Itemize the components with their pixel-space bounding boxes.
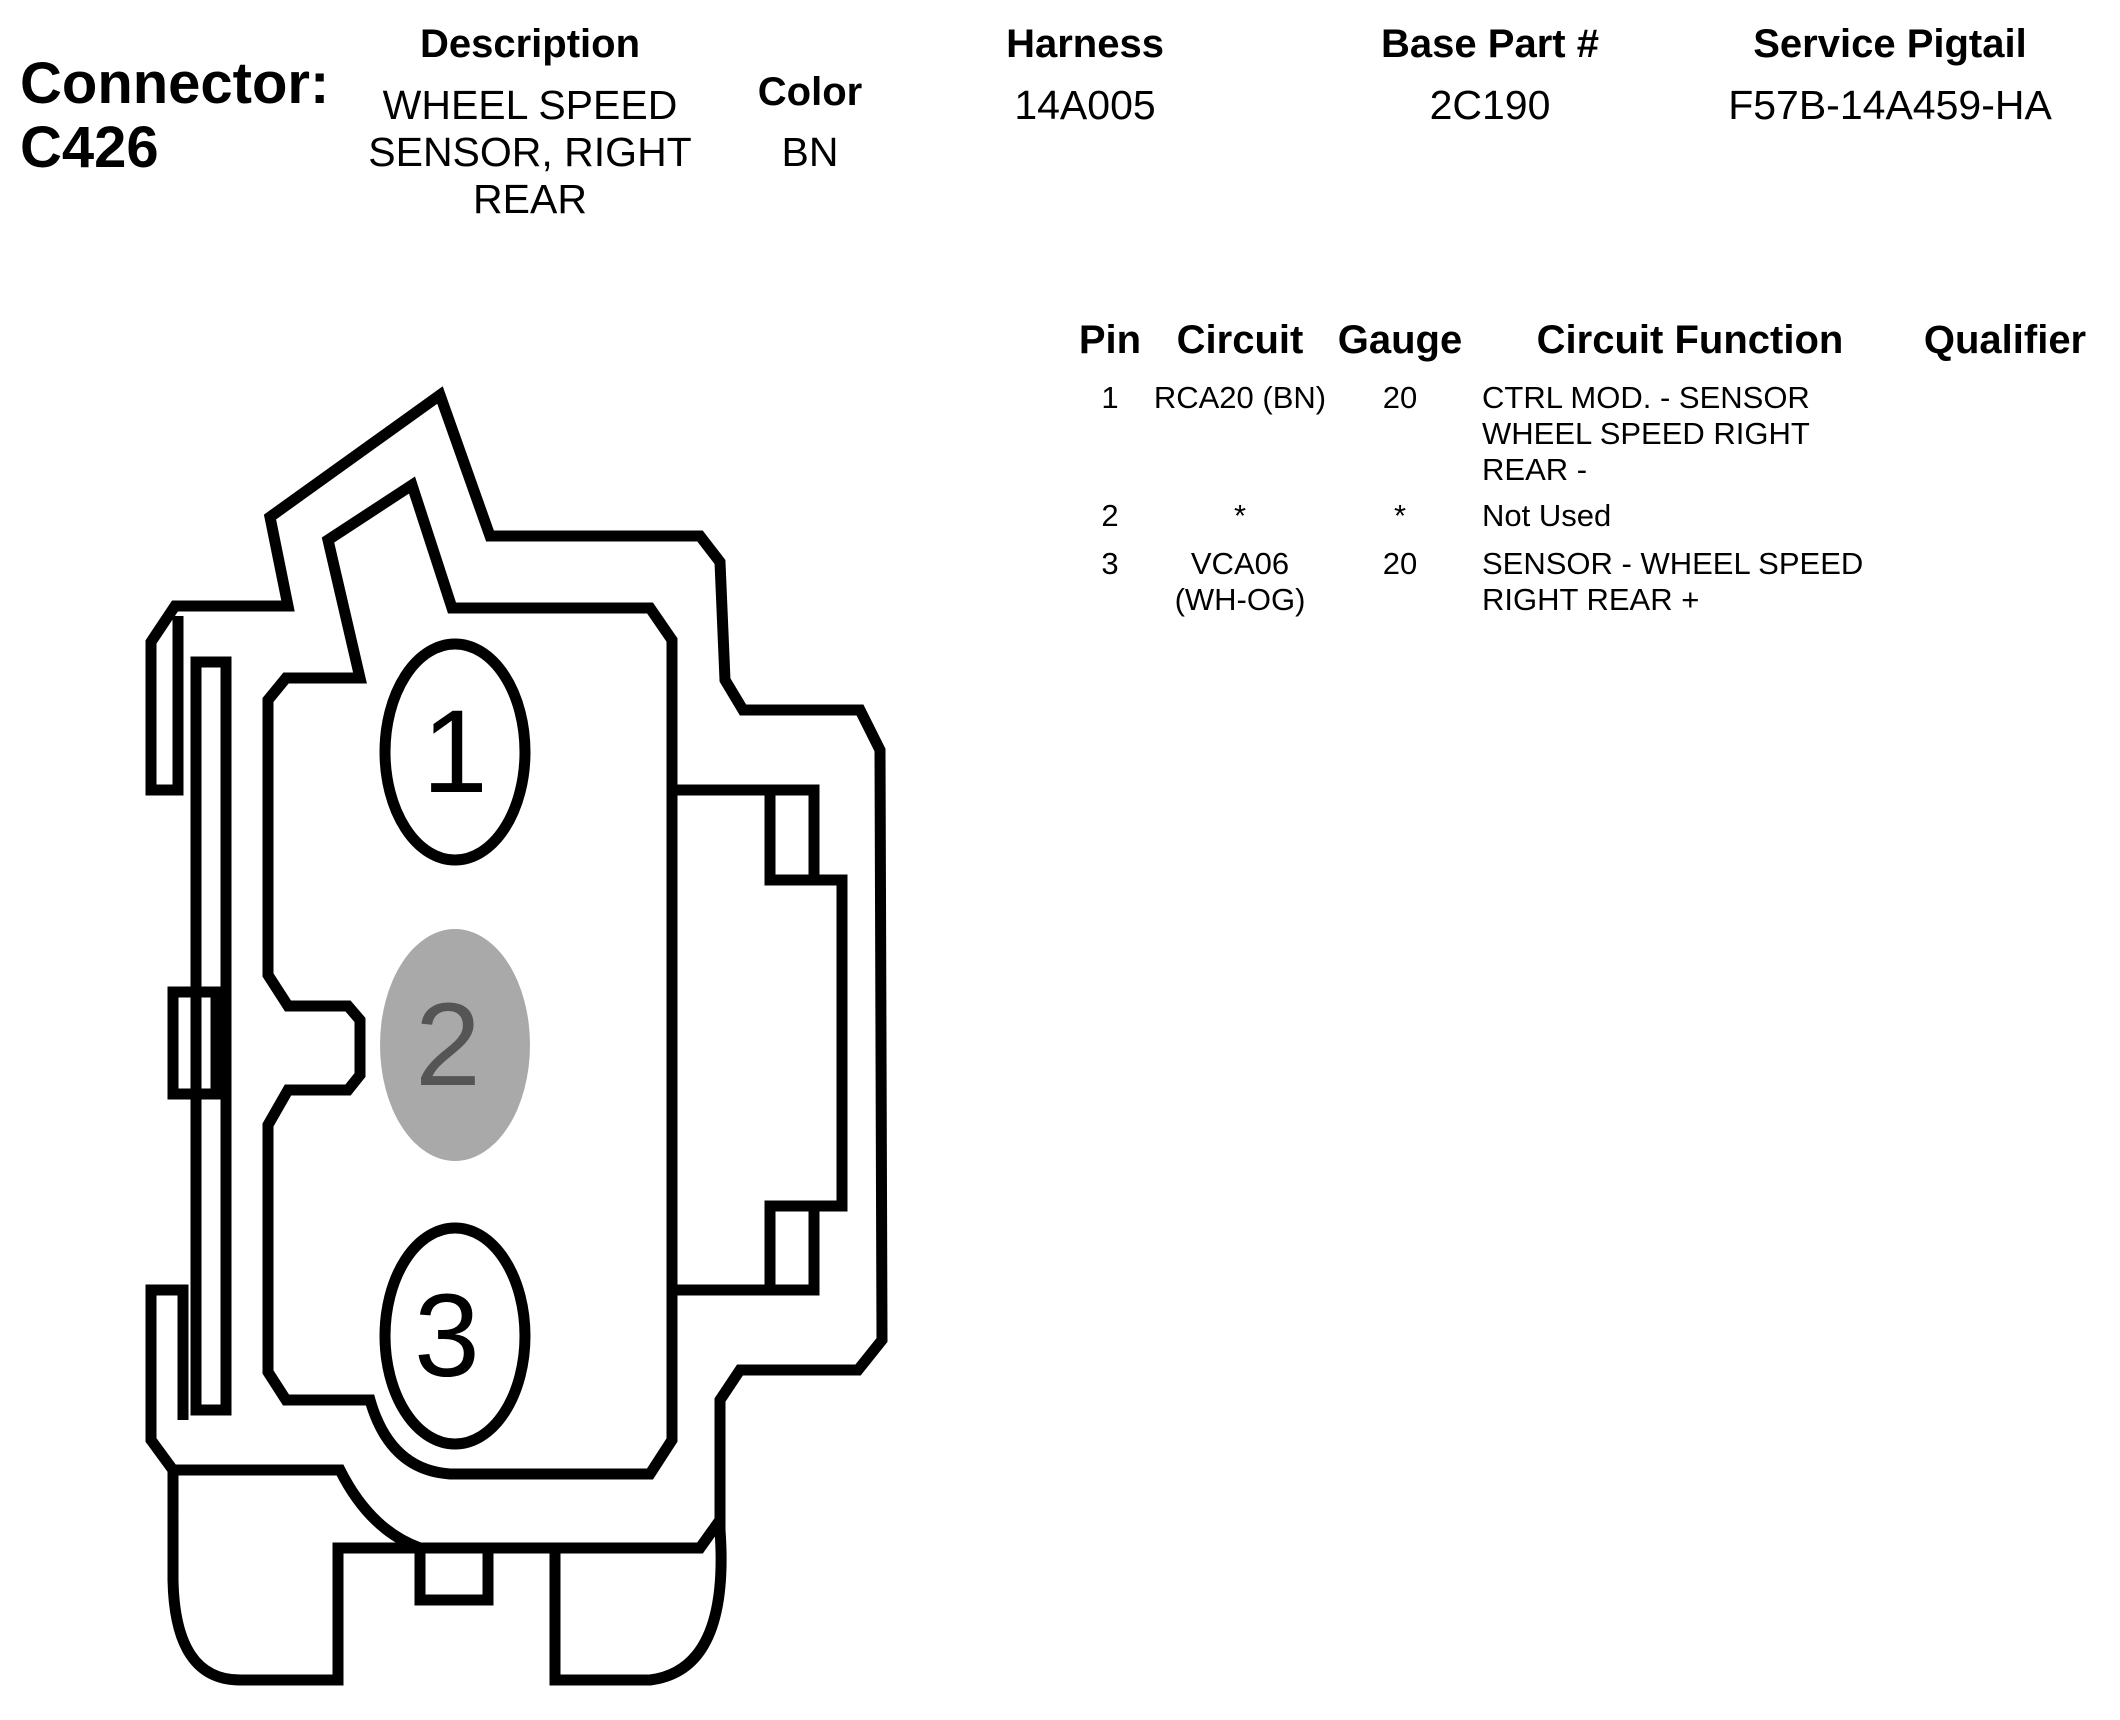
row3-circuit: VCA06 (WH-OG) xyxy=(1130,546,1350,618)
row1-circuit: RCA20 (BN) xyxy=(1153,380,1327,415)
right-notch-top xyxy=(764,790,814,886)
pin-1-ring xyxy=(379,638,531,866)
outer-housing-outline xyxy=(145,386,888,1686)
circuit-line: (WH-OG) xyxy=(1174,582,1306,617)
col-header-gauge: Gauge xyxy=(1337,318,1463,362)
harness-value: 14A005 xyxy=(1014,82,1156,128)
right-inner-block xyxy=(672,784,848,1296)
row3-pin: 3 xyxy=(1101,546,1119,581)
row2-gauge: * xyxy=(1393,498,1407,533)
description-line: REAR xyxy=(473,176,587,222)
pin-2-unused-fill xyxy=(380,929,530,1161)
col-header-circuit-function: Circuit Function xyxy=(1536,318,1844,362)
connector-id: C426 xyxy=(20,115,159,180)
row3-gauge: 20 xyxy=(1382,546,1418,581)
col-header-pin: Pin xyxy=(1078,318,1142,362)
bottom-skirt-line xyxy=(173,1464,725,1554)
connector-label: Connector: xyxy=(20,51,330,116)
col-header-qualifier: Qualifier xyxy=(1923,318,2087,362)
row1-pin: 1 xyxy=(1101,380,1119,415)
function-line: SENSOR - WHEEL SPEED xyxy=(1482,546,1864,581)
color-header: Color xyxy=(757,70,863,114)
right-notch-bottom xyxy=(764,1200,814,1290)
row2-circuit: * xyxy=(1233,498,1247,533)
service-pigtail-header: Service Pigtail xyxy=(1753,22,2027,66)
inner-body-outline xyxy=(262,476,678,1480)
pin-3-ring xyxy=(379,1222,531,1450)
color-value: BN xyxy=(781,129,839,175)
row3-function: SENSOR - WHEEL SPEED RIGHT REAR + xyxy=(1482,546,1902,618)
pin-1-label: 1 xyxy=(422,686,488,818)
function-line: REAR - xyxy=(1482,452,1588,487)
pin-2-label: 2 xyxy=(415,979,481,1111)
base-part-value: 2C190 xyxy=(1429,82,1551,128)
function-line: WHEEL SPEED RIGHT xyxy=(1482,416,1810,451)
description-value: WHEEL SPEED SENSOR, RIGHT REAR xyxy=(330,82,730,223)
description-header: Description xyxy=(419,22,641,66)
left-tab xyxy=(167,986,222,1100)
latch-inner-line xyxy=(190,656,232,1416)
harness-header: Harness xyxy=(1006,22,1164,66)
circuit-line: VCA06 xyxy=(1190,546,1290,581)
pin-cavity-1: 1 xyxy=(379,638,531,866)
description-line: WHEEL SPEED xyxy=(382,82,678,128)
pin-cavity-2: 2 xyxy=(380,929,530,1161)
description-line: SENSOR, RIGHT xyxy=(368,129,692,175)
function-line: RIGHT REAR + xyxy=(1482,582,1700,617)
pin-cavity-3: 3 xyxy=(379,1222,531,1450)
service-pigtail-value: F57B-14A459-HA xyxy=(1728,82,2052,128)
row2-pin: 2 xyxy=(1101,498,1119,533)
function-line: CTRL MOD. - SENSOR xyxy=(1482,380,1810,415)
connector-housing xyxy=(145,386,888,1686)
col-header-circuit: Circuit xyxy=(1176,318,1304,362)
base-part-header: Base Part # xyxy=(1381,22,1599,66)
row1-function: CTRL MOD. - SENSOR WHEEL SPEED RIGHT REA… xyxy=(1482,380,1902,488)
row2-function: Not Used xyxy=(1482,498,1612,533)
pin-3-label: 3 xyxy=(414,1270,480,1402)
row1-gauge: 20 xyxy=(1382,380,1418,415)
